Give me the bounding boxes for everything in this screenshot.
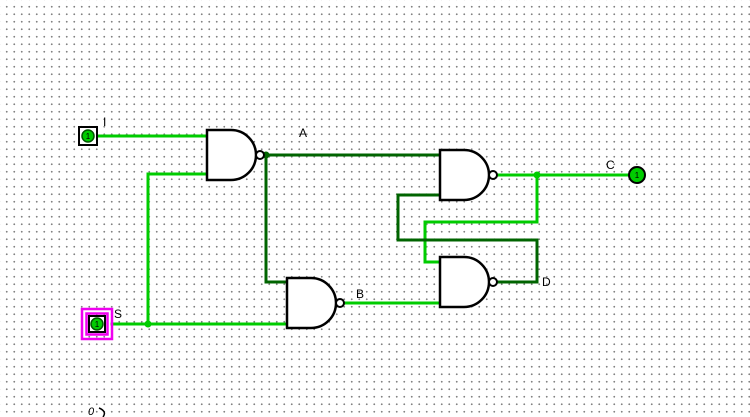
nand-gate-1-body	[205, 128, 258, 182]
output-pin-c[interactable]: 1	[628, 166, 646, 184]
nand-gate-3[interactable]	[438, 148, 498, 202]
wires	[95, 134, 631, 326]
input-i-value: 1	[86, 132, 91, 141]
nand-gate-3-bubble	[488, 170, 498, 180]
wire-net-a-branch-to-gate2	[264, 153, 289, 284]
input-pin-s[interactable]: 1	[80, 307, 114, 341]
nand-gate-2[interactable]	[285, 276, 345, 330]
partial-component-label: 0	[88, 406, 95, 417]
input-s-state-lamp[interactable]	[90, 317, 104, 331]
nand-gate-2-body	[285, 276, 338, 330]
wire-input-s-branch-to-gate1	[146, 172, 209, 326]
selection-outline-outer	[80, 307, 114, 341]
label-net-d: D	[542, 275, 551, 289]
label-input-s: S	[114, 307, 122, 321]
nand-gate-2-bubble	[335, 298, 345, 308]
partial-component-glyph	[98, 407, 106, 417]
output-c-value: 1	[635, 171, 640, 180]
label-net-a: A	[299, 126, 307, 140]
nand-gate-4-body	[438, 255, 491, 309]
label-net-b: B	[356, 287, 364, 301]
nand-gate-4[interactable]	[438, 255, 498, 309]
wire-net-c-feedback	[423, 173, 539, 264]
output-c-lamp	[628, 166, 646, 184]
input-i-state-lamp[interactable]	[81, 129, 95, 143]
selection-outline-inner	[85, 312, 109, 336]
nand-gate-3-body	[438, 148, 491, 202]
junction-net-c	[533, 171, 541, 179]
wire-net-d-feedback	[396, 193, 539, 284]
input-pin-i[interactable]: 1	[78, 126, 98, 146]
input-s-value: 1	[95, 320, 100, 329]
label-output-c: C	[606, 158, 615, 172]
nand-gate-4-bubble	[488, 277, 498, 287]
junction-net-s	[144, 320, 152, 328]
nand-gate-1-bubble	[255, 150, 265, 160]
nand-gate-1[interactable]	[205, 128, 265, 182]
label-input-i: I	[103, 115, 106, 129]
partial-component-bottom: 0	[88, 406, 106, 417]
